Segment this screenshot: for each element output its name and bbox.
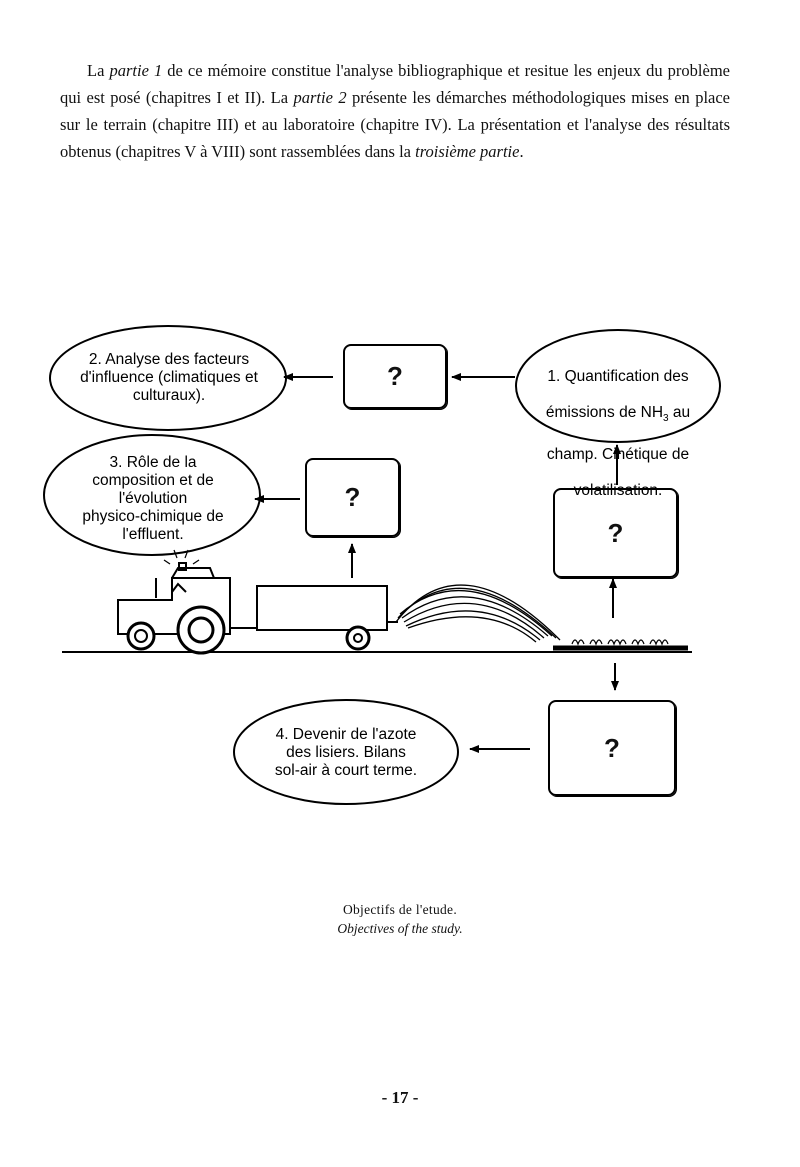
objective-2-text: 2. Analyse des facteurs d'influence (cli… <box>80 351 258 404</box>
question-box-top: ? <box>343 344 447 409</box>
diagram-graphics <box>43 325 721 805</box>
caption-title: Objectifs de l'etude. <box>342 902 458 917</box>
figure-caption: Objectifs de l'etude. Objectives of the … <box>0 900 800 938</box>
question-box-middle: ? <box>305 458 400 537</box>
slurry-spray <box>395 584 561 643</box>
objective-1-bubble <box>515 329 721 443</box>
slurry-tanker-illustration <box>256 585 398 651</box>
slurry-squiggles <box>571 639 669 646</box>
intro-paragraph: La partie 1 de ce mémoire constitue l'an… <box>60 61 731 161</box>
caption-subtitle: Objectives of the study. <box>337 921 463 936</box>
question-box-right: ? <box>553 488 678 578</box>
objective-4-bubble <box>233 699 459 805</box>
objective-4-text: 4. Devenir de l'azote des lisiers. Bilan… <box>274 726 418 779</box>
question-box-bottom: ? <box>548 700 676 796</box>
objective-1-text: 1. Quantification des émissions de NH3 a… <box>545 368 691 500</box>
objective-3-text: 3. Rôle de la composition et de l'évolut… <box>82 454 224 543</box>
objectives-diagram: 1. Quantification des émissions de NH3 a… <box>0 300 800 860</box>
tractor-illustration <box>117 549 258 655</box>
page-number: - 17 - <box>381 1088 419 1107</box>
